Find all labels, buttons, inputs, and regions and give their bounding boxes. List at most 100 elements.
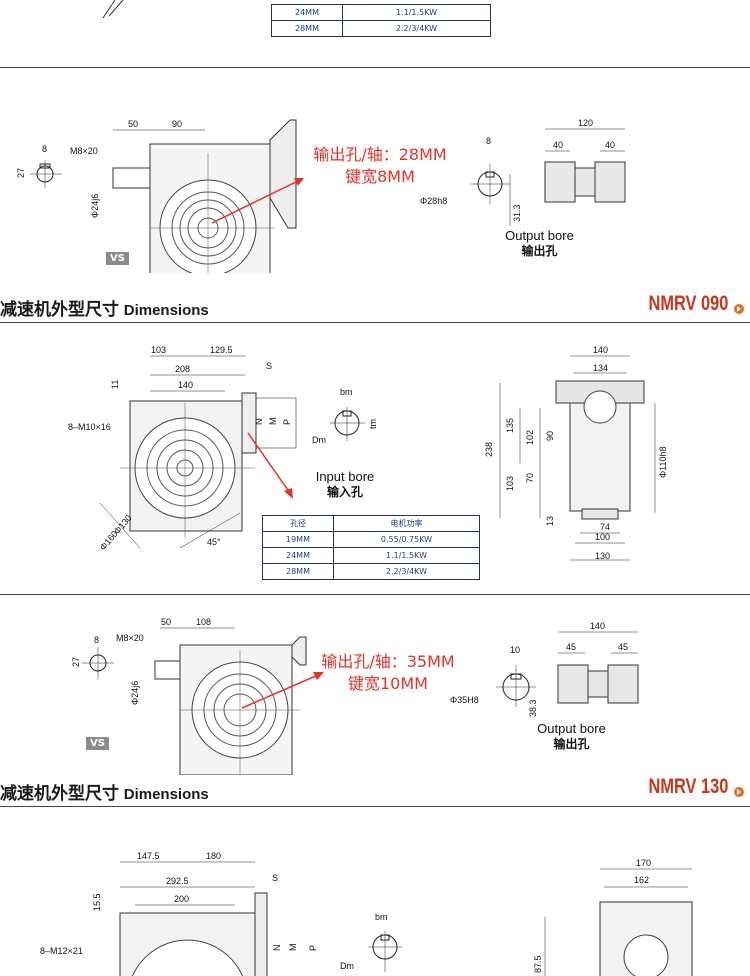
divider xyxy=(0,594,750,595)
dim-28h8: Φ28h8 xyxy=(420,196,447,206)
input-bore-caption: Input bore 输入孔 xyxy=(315,469,375,499)
dim-35h8: Φ35H8 xyxy=(450,695,479,705)
dim-170: 170 xyxy=(636,858,651,868)
dim-dm: Dm xyxy=(340,961,354,971)
dim-m12: 8–M12×21 xyxy=(40,946,83,956)
dim-27: 27 xyxy=(16,168,26,178)
dim-120: 120 xyxy=(578,118,593,128)
dim-87-5: 87.5 xyxy=(533,955,543,973)
dim-24j6: Φ24j6 xyxy=(130,681,140,705)
dim-15-5: 15.5 xyxy=(92,893,102,911)
dim-bm: bm xyxy=(375,912,388,922)
dim-m: M xyxy=(288,944,298,952)
table-header-row: 孔径 电机功率 xyxy=(262,515,480,532)
dim-s: S xyxy=(266,361,272,371)
table-row: 24MM 1.1/1.5KW xyxy=(262,547,480,564)
dim-140: 140 xyxy=(178,380,193,390)
dim-s: S xyxy=(272,873,278,883)
divider xyxy=(0,67,750,68)
table-row: 19MM 0.55/0.75KW xyxy=(262,531,480,548)
section-title: 减速机外型尺寸 Dimensions xyxy=(0,784,209,803)
dim-50: 50 xyxy=(128,119,138,129)
table-row: 24MM 1.1/1.5KW xyxy=(271,4,491,21)
dim-11: 11 xyxy=(110,380,120,389)
dim-45deg: 45° xyxy=(207,537,221,547)
table-row: 28MM 2.2/3/4KW xyxy=(262,563,480,580)
gearbox-drawing: 103 129.5 208 140 11 8–M10×16 Φ130 Φ160 … xyxy=(68,345,668,561)
dim-103: 103 xyxy=(151,345,166,355)
dim-n: N xyxy=(254,419,264,426)
dim-38-3: 38.3 xyxy=(528,699,538,717)
dim-162-label: 162 xyxy=(634,875,650,885)
dim-h102: 102 xyxy=(525,430,535,445)
dim-w100: 100 xyxy=(595,532,610,542)
panel-nmrv130: 147.5 180 292.5 200 15.5 8–M12×21 S N M … xyxy=(0,807,750,976)
dim-m8x20: M8×20 xyxy=(116,633,144,643)
dim-140: 140 xyxy=(590,621,605,631)
vs-badge: VS xyxy=(86,737,109,750)
output-bore-note: 输出孔/轴：28MM 键宽8MM xyxy=(313,145,447,186)
panel-output-28: 50 90 8 M8×20 27 Φ24j6 8 Φ28h8 31.3 120 … xyxy=(0,68,750,273)
dim-tm: tm xyxy=(368,419,378,429)
output-bore-caption: Output bore 输出孔 xyxy=(537,721,606,751)
dim-45b: 45 xyxy=(618,642,628,652)
dim-24j6: Φ24j6 xyxy=(90,194,100,218)
dim-h90: 90 xyxy=(545,431,555,441)
dim-147-5: 147.5 xyxy=(137,851,160,861)
dim-40a: 40 xyxy=(553,140,563,150)
dim-h238: 238 xyxy=(484,442,494,457)
dim-45a: 45 xyxy=(566,642,576,652)
dim-n: N xyxy=(272,945,282,952)
panel-nmrv090: 103 129.5 208 140 11 8–M10×16 Φ130 Φ160 … xyxy=(0,323,750,593)
dim-90: 90 xyxy=(172,119,182,129)
model-label: NMRV 130 xyxy=(648,775,728,798)
vs-badge: VS xyxy=(106,252,129,265)
dim-31-3: 31.3 xyxy=(512,204,522,222)
dim-w134: 134 xyxy=(593,363,608,373)
gearbox-drawing: 147.5 180 292.5 200 15.5 8–M12×21 S N M … xyxy=(40,851,693,976)
dim-w130: 130 xyxy=(595,551,610,561)
dim-bm: bm xyxy=(340,387,353,397)
dim-p: P xyxy=(282,419,292,425)
divider xyxy=(0,806,750,807)
dim-108: 108 xyxy=(196,617,211,627)
top-partial-drawing xyxy=(95,0,135,20)
dim-w140: 140 xyxy=(593,345,608,355)
dim-m: M xyxy=(268,418,278,426)
dim-m10: 8–M10×16 xyxy=(68,422,111,432)
dim-h13: 13 xyxy=(545,516,555,526)
dim-m8x20: M8×20 xyxy=(70,146,98,156)
dim-180: 180 xyxy=(206,851,221,861)
output-bore-caption: Output bore 输出孔 xyxy=(505,228,574,258)
panel-output-35: 50 108 8 M8×20 27 Φ24j6 10 Φ35H8 38.3 14… xyxy=(0,595,750,775)
dim-b10: 10 xyxy=(510,645,520,655)
top-power-table: 24MM 1.1/1.5KW 28MM 2.2/3/4KW xyxy=(271,4,491,37)
dim-h70: 70 xyxy=(525,473,535,483)
dim-8: 8 xyxy=(94,635,99,645)
output-bore-note: 输出孔/轴：35MM 键宽10MM xyxy=(321,652,455,693)
dim-110h8: Φ110h8 xyxy=(658,446,668,478)
dim-129-5: 129.5 xyxy=(210,345,233,355)
table-row: 28MM 2.2/3/4KW xyxy=(271,20,491,37)
dim-h135: 135 xyxy=(505,418,515,433)
dim-dm: Dm xyxy=(312,435,326,445)
dim-50: 50 xyxy=(161,617,171,627)
chevron-right-icon xyxy=(734,787,744,797)
dim-8: 8 xyxy=(42,144,47,154)
dim-b8: 8 xyxy=(486,136,491,146)
divider xyxy=(0,322,750,323)
gearbox-drawing: 50 90 8 M8×20 27 Φ24j6 8 Φ28h8 31.3 120 … xyxy=(16,118,626,273)
chevron-right-icon xyxy=(734,304,744,314)
dim-h103: 103 xyxy=(505,476,515,491)
power-table: 孔径 电机功率 19MM 0.55/0.75KW 24MM 1.1/1.5KW … xyxy=(262,515,480,580)
dim-27: 27 xyxy=(71,657,81,667)
dim-292-5: 292.5 xyxy=(166,876,189,886)
gearbox-drawing: 50 108 8 M8×20 27 Φ24j6 10 Φ35H8 38.3 14… xyxy=(71,617,639,775)
dim-w74: 74 xyxy=(600,522,610,532)
dim-p: P xyxy=(308,945,318,951)
section-title: 减速机外型尺寸 Dimensions xyxy=(0,300,209,319)
dim-40b: 40 xyxy=(605,140,615,150)
model-label: NMRV 090 xyxy=(648,292,728,315)
dim-208: 208 xyxy=(175,364,190,374)
dim-200: 200 xyxy=(174,894,189,904)
